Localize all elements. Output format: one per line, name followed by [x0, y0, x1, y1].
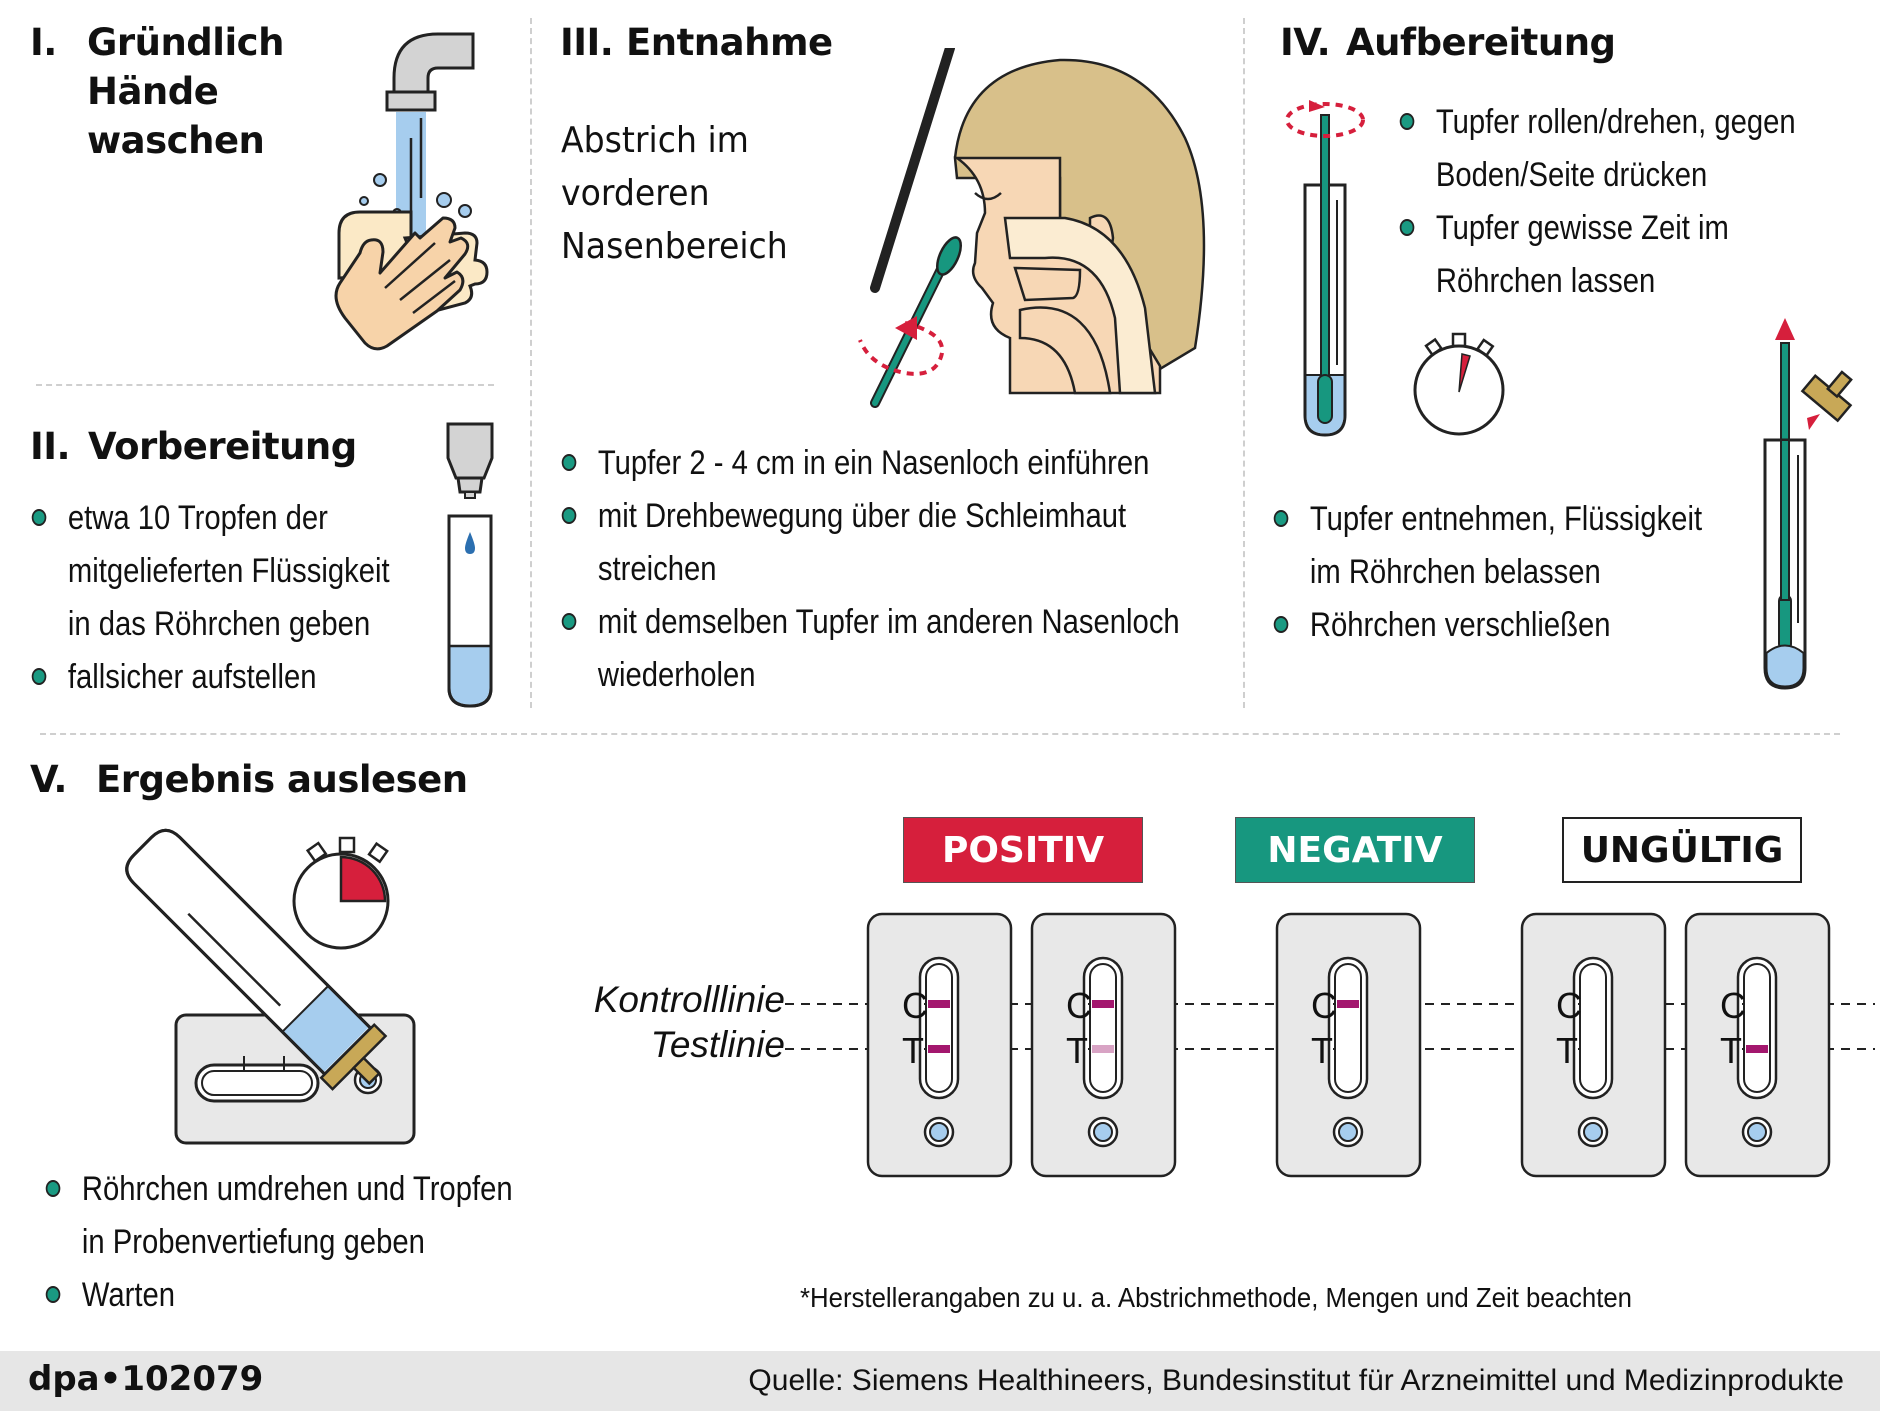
list-item: mit Drehbewegung über die Schleimhaut st…	[560, 490, 1180, 596]
result-window	[1572, 956, 1614, 1100]
section-4-bullets-top: Tupfer rollen/drehen, gegen Boden/Seite …	[1398, 96, 1796, 308]
divider-vertical-left	[530, 18, 532, 708]
divider-vertical-right	[1243, 18, 1245, 708]
handwashing-icon	[334, 32, 489, 351]
nasal-swab-illustration	[858, 48, 1206, 408]
test-line-mark	[1092, 1045, 1114, 1053]
test-line-label: Testlinie	[650, 1024, 785, 1065]
list-item: Tupfer rollen/drehen, gegen Boden/Seite …	[1398, 96, 1796, 202]
list-item: Tupfer 2 - 4 cm in ein Nasenloch einführ…	[560, 437, 1180, 490]
list-item: Tupfer gewisse Zeit im Röhrchen lassen	[1398, 202, 1796, 308]
section-5-number: V.	[30, 758, 67, 801]
bullet-icon	[561, 454, 577, 471]
section-2-bullets: etwa 10 Tropfen der mitgelieferten Flüss…	[30, 492, 390, 704]
bullet-icon	[45, 1180, 61, 1197]
result-window	[1736, 956, 1778, 1100]
section-4-bullets-bottom: Tupfer entnehmen, Flüssigkeit im Röhrche…	[1272, 493, 1702, 652]
swab-removal-tube-icon	[1763, 318, 1853, 690]
control-line-mark	[1092, 1000, 1114, 1008]
list-item: Tupfer entnehmen, Flüssigkeit im Röhrche…	[1272, 493, 1702, 599]
section-5-heading: V. Ergebnis auslesen	[30, 755, 468, 804]
section-4-title: Aufbereitung	[1346, 21, 1616, 64]
bullet-icon	[45, 1286, 61, 1303]
section-2-heading: II. Vorbereitung	[30, 422, 357, 471]
section-1-heading: I. Gründlich Hände waschen	[30, 18, 284, 165]
list-item: Warten	[44, 1269, 513, 1322]
section-1-title: Gründlich Hände waschen	[87, 21, 284, 162]
section-4-heading: IV. Aufbereitung	[1280, 18, 1616, 67]
cassette-letter-t: T	[1556, 1030, 1578, 1071]
section-4-number: IV.	[1280, 21, 1331, 64]
result-window	[1082, 956, 1124, 1100]
list-item: Röhrchen umdrehen und Tropfen in Probenv…	[44, 1163, 513, 1269]
list-item: fallsicher aufstellen	[30, 651, 390, 704]
section-3-title: Entnahme	[626, 21, 833, 64]
dropper-tube-icon	[446, 422, 494, 708]
bullet-icon	[31, 668, 47, 685]
divider-horizontal-left	[36, 384, 494, 386]
test-line-mark	[928, 1045, 950, 1053]
divider-horizontal-full	[40, 733, 1840, 735]
cassette-letter-t: T	[902, 1030, 924, 1071]
cassette-letter-t: T	[1311, 1030, 1333, 1071]
dpa-id: dpa•102079	[28, 1359, 264, 1399]
result-window	[1327, 956, 1369, 1100]
bullet-icon	[1273, 616, 1289, 633]
cassette-letter-c: C	[902, 985, 928, 1026]
cassette-letter-c: C	[1066, 985, 1092, 1026]
stopwatch-icon	[1413, 332, 1505, 436]
cassette-letter-t: T	[1066, 1030, 1088, 1071]
footer-bar: dpa•102079 Quelle: Siemens Healthineers,…	[0, 1351, 1880, 1411]
bullet-icon	[1273, 510, 1289, 527]
control-line-mark	[1337, 1000, 1359, 1008]
source-text: Quelle: Siemens Healthineers, Bundesinst…	[748, 1364, 1844, 1397]
swab-in-tube-rotating-icon	[1285, 100, 1365, 437]
list-item: mit demselben Tupfer im anderen Nasenloc…	[560, 596, 1180, 702]
control-line-mark	[928, 1000, 950, 1008]
test-line-mark	[1746, 1045, 1768, 1053]
bullet-icon	[561, 613, 577, 630]
badge-negative: NEGATIV	[1235, 817, 1475, 883]
list-item: Röhrchen verschließen	[1272, 599, 1702, 652]
section-3-bullets: Tupfer 2 - 4 cm in ein Nasenloch einführ…	[560, 437, 1180, 702]
section-3-heading: III. Entnahme	[560, 18, 833, 67]
section-2-number: II.	[30, 425, 71, 468]
bullet-icon	[31, 509, 47, 526]
result-window	[918, 956, 960, 1100]
cassette-letter-c: C	[1720, 985, 1746, 1026]
section-5-bullets: Röhrchen umdrehen und Tropfen in Probenv…	[44, 1163, 513, 1322]
bullet-icon	[1399, 219, 1415, 236]
badge-invalid: UNGÜLTIG	[1562, 817, 1802, 883]
cassette-letter-t: T	[1720, 1030, 1742, 1071]
section-2-title: Vorbereitung	[88, 425, 357, 468]
section-5-title: Ergebnis auslesen	[96, 758, 468, 801]
cassette-letter-c: C	[1556, 985, 1582, 1026]
bullet-icon	[561, 507, 577, 524]
section-3-number: III.	[560, 21, 614, 64]
control-line-label: Kontrolllinie	[593, 979, 785, 1020]
cassette-letter-c: C	[1311, 985, 1337, 1026]
section-3-subtitle: Abstrich im vorderen Nasenbereich	[561, 120, 788, 267]
bullet-icon	[1399, 113, 1415, 130]
badge-positive: POSITIV	[903, 817, 1143, 883]
tube-dropping-on-cassette-illustration	[125, 828, 416, 1145]
section-1-number: I.	[30, 21, 57, 64]
list-item: etwa 10 Tropfen der mitgelieferten Flüss…	[30, 492, 390, 651]
footnote: *Herstellerangaben zu u. a. Abstrichmeth…	[800, 1282, 1633, 1313]
